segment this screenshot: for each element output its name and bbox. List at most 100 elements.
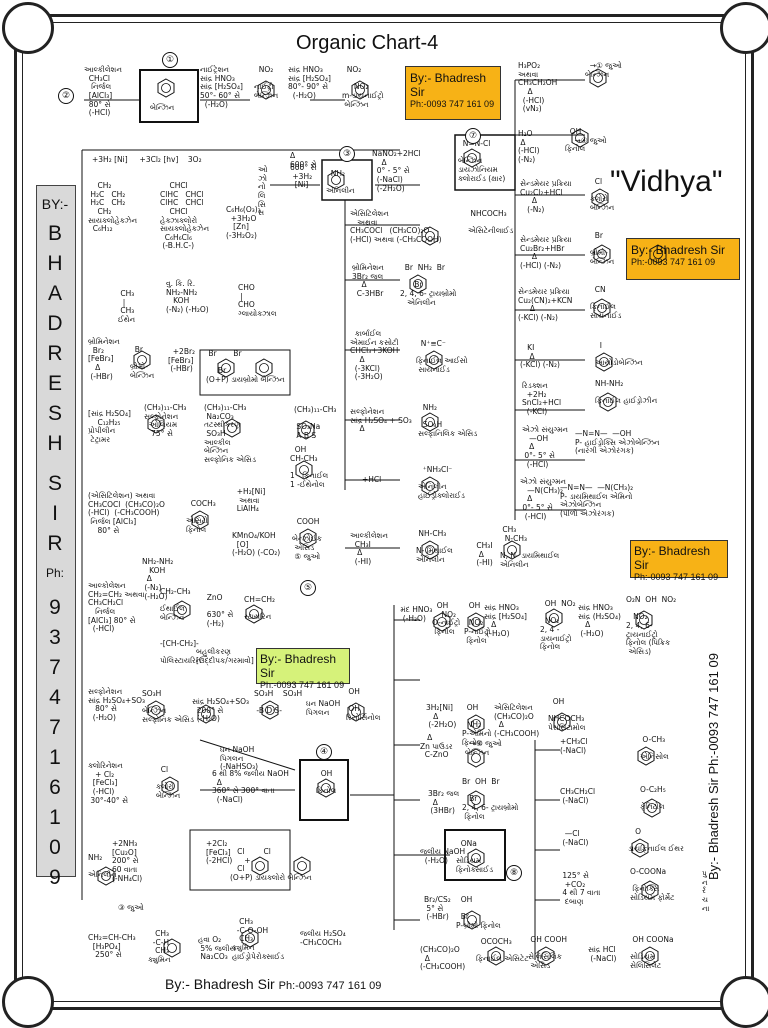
reaction-block-b27: સેન્ડમેયર પ્રક્રિયા Cu₂(CN)₂+KCN Δ (-KCl… — [518, 287, 573, 322]
reaction-block-b108: જલીય NaOH (-H₂O) — [420, 847, 466, 865]
reaction-block-b80: Cl ક્લોરો બેન્ઝિન — [156, 765, 181, 800]
reaction-block-b116: CH₃CH₂Cl (-NaCl) — [560, 787, 596, 805]
benzene-ring-34 — [433, 612, 451, 632]
reaction-block-b3: NO₂ નાઈટ્રો બેન્ઝિન — [254, 65, 279, 100]
benzene-ring-27 — [161, 776, 179, 796]
credit-phone: Ph:-0093 747 161 09 — [410, 99, 495, 109]
reaction-block-b71: બહુલીકરણ [ઉદ્દીપક/ગરમાવો] — [196, 647, 254, 665]
credit-label: By:- Bhadresh Sir — [260, 652, 337, 680]
reaction-block-b83: +2NH₃ [Cu₂O] 200° સે 60 વાતા (-NH₄Cl) — [112, 839, 143, 883]
reaction-block-b114: +CH₃Cl (-NaCl) — [560, 737, 588, 755]
benzene-ring-53 — [425, 350, 443, 370]
reaction-block-b42: N⁺≡C⁻ ફિનાઈલ આઈસો સાયનાઈડ — [416, 339, 468, 374]
sidebar-char: 6 — [49, 776, 61, 799]
benzene-ring-44 — [487, 946, 505, 966]
benzene-ring-11 — [599, 392, 617, 412]
benzene-ring-20 — [299, 528, 317, 548]
benzene-ring-56 — [421, 540, 439, 560]
reaction-block-b23: સેન્ડમેયર પ્રક્રિયા Cu₂Cl₂+HCl Δ (-N₂) — [520, 179, 572, 214]
benzene-ring-51 — [421, 226, 439, 246]
reaction-block-b100: 3H₂[Ni] Δ (-2H₂O) — [426, 703, 457, 730]
reaction-block-b4: સાંદ્ર HNO₃ સાંદ્ર [H₂SO₄] 80°- 90° સે (… — [288, 65, 331, 100]
reaction-block-b43: સલ્ફોનેશન સાંદ્ર H₂SO₄ + SO₃ Δ — [350, 407, 412, 434]
step-number-8: ⑧ — [506, 865, 522, 881]
chart-title: Organic Chart-4 — [296, 32, 439, 54]
sidebar-char: A — [47, 282, 62, 305]
reaction-block-b11: C₆H₆(O₃)₃ +3H₂O [Zn] (-3H₂O₂) — [226, 205, 261, 240]
reaction-block-b47: આલ્કીલેશન CH₃I Δ (-HI) — [350, 531, 388, 566]
reaction-block-b72: સલ્ફોનેશન સાંદ્ર H₂SO₄+SO₃ 80° સે (-H₂O) — [88, 687, 146, 722]
sidebar-char: 7 — [49, 656, 61, 679]
benzene-ring-48 — [641, 880, 659, 900]
reaction-block-b50: CH₃ N-CH₃ N, N- ડાયમિથાઈલ એનિલીન — [500, 525, 560, 569]
reaction-block-b25: સેન્ડમેયર પ્રક્રિયા Cu₂Br₂+HBr Δ (-HCl) … — [520, 235, 572, 270]
reaction-block-b57: (CH₃)₁₁-CH₃ Na₂CO₃ તટસ્થીકરણ SO₃H આલ્કીલ… — [204, 403, 256, 464]
reaction-block-b125: OH COONa સોડિયમ સેલિસિલેટ — [630, 935, 674, 970]
reaction-block-b109: ONa સોડિયમ ફિનોક્સાઈડ — [456, 839, 494, 874]
sidebar-char: 4 — [49, 686, 61, 709]
reaction-block-b62: OH CH-CH₃ 1 - ફિનાઈલ 1 -ઈથેનોલ — [290, 445, 329, 489]
reaction-block-b75: SO₃H SO₃H -B·D·S- — [254, 689, 303, 716]
reaction-block-b34: —N=N— —OH P- હાઈડ્રોક્સિ એઝોબેન્ઝિન (નાર… — [575, 429, 660, 456]
reaction-block-b41: કાર્બાઈલ એમાઈન કસોટી CHCl₃+3KOH Δ (-3KCl… — [350, 329, 399, 382]
sidebar-char: S — [47, 402, 62, 425]
reaction-block-b110: Br₂/CS₂ 5° સે (-HBr) — [424, 895, 451, 922]
reaction-block-b19: H₃PO₂ અથવા CH₃CH₂OH Δ (-HCl) (vN₂) — [518, 61, 558, 114]
reaction-block-b119: O ડાયફિનાઈલ ઈથર — [628, 827, 684, 854]
reaction-block-b31: રિડક્શન +2H₂ SnCl₂+HCl (-KCl) — [522, 381, 562, 416]
benzene-ring-17 — [297, 420, 315, 440]
benzene-ring-15 — [147, 414, 165, 434]
reaction-block-b78: ધન NaOH પિગલન (-NaHSO₃) — [220, 745, 259, 772]
reaction-block-b91: CH₃ -C-O-OH CH₃ ક્યુમિન હાઈડ્રોપેરોક્સાઈ… — [232, 917, 285, 961]
credit-phone: Ph:-0093 747 161 09 — [634, 572, 719, 582]
reaction-block-b37: એસિટિલેશન અથવા CH₃COCl (CH₃CO)₂O (-HCl) … — [350, 209, 442, 244]
reaction-block-b112: (CH₃CO)₂O Δ (-CH₃COOH) — [420, 945, 466, 972]
benzene-ring-24 — [197, 704, 215, 724]
reaction-block-b59: (એસિટિલેશન) અથવા CH₃COCl (CH₃CO)₂O (-HCl… — [88, 491, 165, 535]
reaction-block-b18: N=N-Cl બેન્ઝિન ડાયઝોનિયમ ક્લોરાઈડ (ક્ષાર… — [458, 139, 506, 183]
sidebar-char: 9 — [49, 866, 61, 889]
benzene-ring-19 — [295, 460, 313, 480]
reaction-block-b8: CH₂ H₂C CH₂ H₂C CH₂ CH₂ સાયક્લોહેક્ઝેન C… — [88, 181, 138, 234]
reaction-block-b21: H₂O Δ (-HCl) (-N₂) — [518, 129, 540, 164]
benzene-ring-23 — [147, 700, 165, 720]
reaction-block-b101: OH NH₂ P-એમિનો ફિનોલ — [462, 703, 492, 747]
reaction-block-b36: —N=N— —N(CH₃)₂ P- ડાયમિથાઈલ એમિનો એઝોબેન… — [560, 483, 634, 518]
credit-phone: Ph:-0093 747 161 09 — [260, 680, 345, 690]
benzene-ring-9 — [593, 298, 611, 318]
sidebar-char: Ph: — [45, 566, 64, 580]
benzene-ring-50 — [641, 946, 659, 966]
reaction-block-b99: O₂N OH NO₂ NO₂ 2, 4, 6- ટ્રાયનાઈટ્રો ફિન… — [626, 595, 677, 656]
reaction-block-b113: OCOCH₃ ફિનાઈલ એસિટેટ — [476, 937, 529, 964]
benzene-ring-37 — [635, 610, 653, 630]
outer-frame — [14, 14, 754, 1010]
step-number-1: ① — [162, 52, 178, 68]
reaction-block-b7: +3H₂ [Ni] +3Cl₂ [hv] 3O₂ — [92, 155, 202, 164]
reaction-block-b30: I આયોડોબેન્ઝિન — [595, 341, 643, 368]
sidebar-char: D — [47, 312, 63, 335]
reaction-block-b67: CH₂-CH₃ ઈથાઈલ બેન્ઝિન — [160, 587, 191, 622]
reaction-block-b63: KMnO₄/KOH [O] (-H₂O) (-CO₂) — [232, 531, 281, 558]
benzene-ring-8 — [593, 244, 611, 264]
reaction-block-b77: OH OH રિસોર્સિનોલ — [346, 687, 381, 722]
reaction-block-b61: +H₂[Ni] અથવા LiAlH₄ — [236, 487, 266, 514]
reaction-block-b54: Br Br Br (O+P) ડાયબ્રોમો બેન્ઝિન — [206, 349, 285, 384]
reaction-block-b118: —Cl (-NaCl) — [562, 829, 589, 847]
reaction-block-b121: O-COONa ફિનોક્સિ સોડિયમ ફોર્મેટ — [630, 867, 675, 902]
reaction-block-b33: એઝો સંયુગ્મન —OH Δ 0°- 5° સે (-HCl) — [522, 425, 569, 469]
benzene-ring-5 — [589, 68, 607, 88]
reaction-block-b87: ③ જુઓ — [118, 903, 144, 912]
reaction-block-b24: Cl ક્લોરો બેન્ઝિન — [590, 177, 615, 212]
benzene-ring-18 — [191, 510, 209, 530]
reaction-block-b73: SO₃H બેન્ઝિન સલ્ફોનિક એસિડ — [142, 689, 194, 724]
sidebar-char: R — [47, 532, 63, 555]
sidebar-char: S — [47, 472, 62, 495]
reaction-block-b70: -[CH-CH₂]- પોલિસ્ટાયરિન — [160, 639, 202, 666]
reaction-block-b29: KI Δ (-KCl) (-N₂) — [520, 343, 560, 370]
reaction-block-b74: સાંદ્ર H₂SO₄+SO₃ 200° સે (-H₂O) — [192, 697, 250, 724]
credit-box-green: By:- Bhadresh Sir Ph:-0093 747 161 09 — [256, 648, 350, 690]
benzene-ring-43 — [463, 910, 481, 930]
sidebar-char: E — [47, 372, 62, 395]
reaction-block-b10: ઓ ઝો નો લિ સિ સ — [258, 165, 268, 218]
